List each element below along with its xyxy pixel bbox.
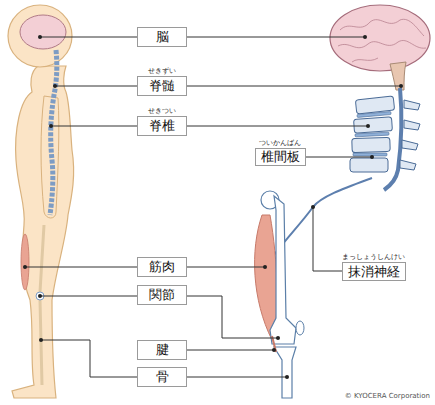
brain bbox=[330, 5, 430, 71]
part-name: 関節 bbox=[149, 287, 175, 302]
label-frame: 骨 bbox=[137, 367, 187, 387]
tibia bbox=[274, 347, 296, 398]
discs bbox=[353, 112, 391, 156]
disc bbox=[353, 153, 387, 156]
part-name: 脳 bbox=[156, 29, 169, 44]
vertebra bbox=[355, 96, 394, 114]
femur bbox=[270, 196, 296, 344]
part-name: 腱 bbox=[156, 342, 169, 357]
leader-line bbox=[305, 157, 372, 158]
body-silhouette bbox=[8, 5, 74, 398]
leader-dot bbox=[311, 205, 315, 209]
furigana: ついかんばん bbox=[259, 139, 301, 148]
label-box: ついかんばん椎間板 bbox=[255, 139, 306, 166]
leader-dot bbox=[39, 338, 43, 342]
label-box: 筋肉 bbox=[137, 257, 187, 277]
leader-dots bbox=[23, 35, 403, 379]
label-frame: 関節 bbox=[137, 285, 187, 305]
label-box: 骨 bbox=[137, 367, 187, 387]
label-frame: 脳 bbox=[137, 27, 187, 47]
leader-line bbox=[40, 37, 365, 38]
label-box: 腱 bbox=[137, 340, 187, 360]
part-name: 脊椎 bbox=[149, 118, 175, 133]
vertebra bbox=[350, 158, 388, 172]
leader-line bbox=[313, 207, 342, 271]
leader-line bbox=[55, 86, 401, 87]
leader-dot bbox=[272, 348, 276, 352]
spine-small bbox=[50, 50, 57, 215]
leader-dot bbox=[285, 375, 289, 379]
spinous-process bbox=[400, 100, 420, 170]
brain-gyri bbox=[338, 19, 426, 62]
label-frame: 腱 bbox=[137, 340, 187, 360]
leader-dot bbox=[366, 124, 370, 128]
copyright-note: © KYOCERA Corporation bbox=[345, 392, 430, 401]
leader-dot bbox=[263, 265, 267, 269]
disc bbox=[357, 112, 391, 118]
part-name: 骨 bbox=[156, 369, 169, 384]
part-name: 脊髄 bbox=[149, 78, 175, 93]
leader-dot bbox=[53, 84, 57, 88]
leader-dot bbox=[276, 336, 280, 340]
label-box: せきつい脊椎 bbox=[137, 107, 187, 136]
leader-dot bbox=[23, 265, 27, 269]
part-name: 筋肉 bbox=[149, 259, 175, 274]
vertebra bbox=[354, 117, 393, 134]
anatomy-detail bbox=[255, 5, 430, 398]
label-frame: 脊椎 bbox=[137, 116, 187, 136]
brain-small bbox=[20, 15, 66, 49]
leader-dot bbox=[38, 35, 42, 39]
leg-bone-small bbox=[40, 225, 44, 385]
label-box: まっしょうしんけい抹消神経 bbox=[342, 253, 406, 281]
leader-line bbox=[187, 350, 274, 351]
part-name: 椎間板 bbox=[261, 149, 300, 164]
leader-line bbox=[51, 126, 368, 127]
leader-lines bbox=[25, 37, 401, 377]
label-box: せきずい脊髄 bbox=[137, 67, 187, 96]
furigana: せきつい bbox=[148, 107, 176, 116]
label-box: 脳 bbox=[137, 27, 187, 47]
body-outline bbox=[12, 66, 74, 398]
head-outline bbox=[8, 5, 72, 67]
part-name: 抹消神経 bbox=[348, 264, 400, 279]
label-frame: 椎間板 bbox=[255, 148, 306, 166]
label-frame: 抹消神経 bbox=[342, 262, 406, 281]
label-frame: 筋肉 bbox=[137, 257, 187, 277]
patella bbox=[296, 321, 304, 335]
vertebra bbox=[352, 137, 390, 152]
leader-dot bbox=[370, 155, 374, 159]
leader-dot bbox=[38, 294, 42, 298]
disc bbox=[355, 132, 389, 137]
leader-dot bbox=[363, 35, 367, 39]
label-frame: 脊髄 bbox=[137, 76, 187, 96]
furigana: せきずい bbox=[148, 67, 176, 76]
leader-dot bbox=[399, 84, 403, 88]
vertebrae bbox=[350, 96, 420, 172]
label-box: 関節 bbox=[137, 285, 187, 305]
leader-dot bbox=[49, 124, 53, 128]
furigana: まっしょうしんけい bbox=[342, 253, 405, 262]
muscle-small bbox=[21, 234, 29, 290]
